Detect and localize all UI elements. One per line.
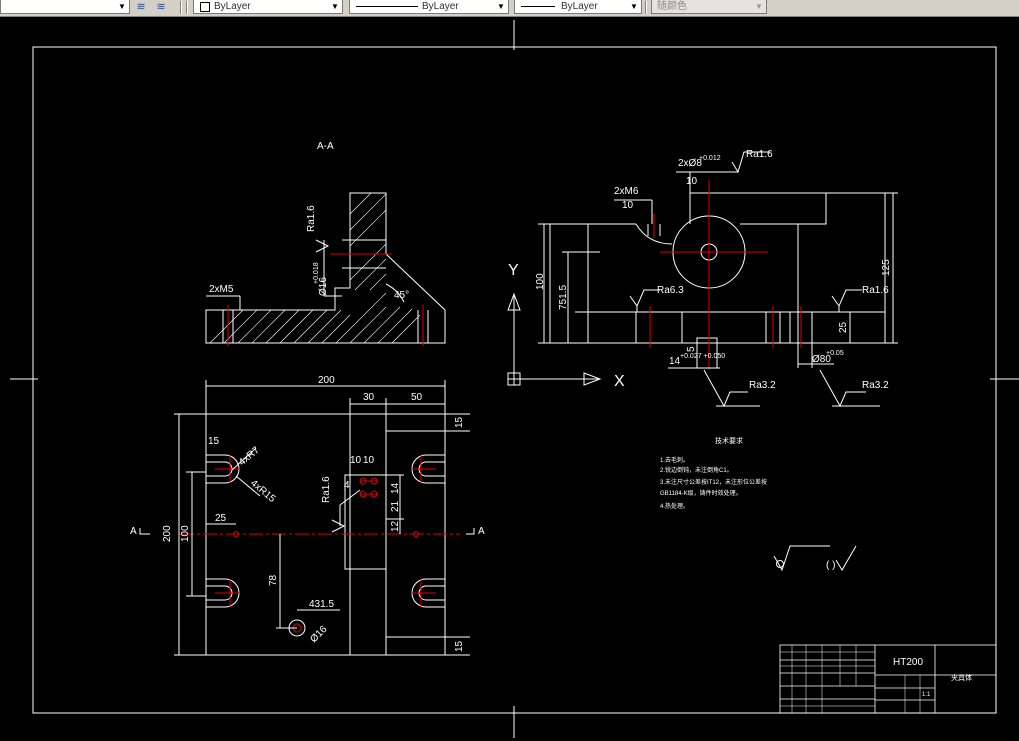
dim-height-100: 100 xyxy=(180,525,191,542)
notes-title: 技术要求 xyxy=(715,436,743,445)
part-name: 夹具体 xyxy=(951,673,972,682)
linetype-preview-icon xyxy=(356,6,418,7)
roughness-label: Ra1.6 xyxy=(306,205,317,232)
hole2-tolerance: +0.012 xyxy=(699,155,721,162)
note-line: 1.去毛刺。 xyxy=(660,456,689,464)
color-dropdown[interactable]: ByLayer ▼ xyxy=(193,0,343,14)
dim-15-bottom: 15 xyxy=(454,640,465,652)
surface-paren: ( ) xyxy=(826,560,835,571)
dim-14: 14 xyxy=(390,482,401,494)
roughness-bottom-2: Ra3.2 xyxy=(862,380,889,391)
front-section-view: A-A 2xM5 Ra1.6 Ø16 +0.018 45° xyxy=(205,141,446,346)
dim-10a: 10 xyxy=(350,455,362,466)
dim-15-left: 15 xyxy=(208,436,220,447)
side-view: 2xØ8 +0.012 10 Ra1.6 2xM6 10 Ra6.3 Ra1.6… xyxy=(535,149,898,408)
dim-12: 12 xyxy=(390,520,401,532)
dim-30: 30 xyxy=(363,392,375,403)
note-line: 2.锐边倒钝，未注倒角C1。 xyxy=(660,466,733,474)
chevron-down-icon[interactable]: ▼ xyxy=(331,2,339,11)
material-label: HT200 xyxy=(893,657,923,668)
radius-15-label: 4xR15 xyxy=(248,478,278,505)
linetype-value: ByLayer xyxy=(422,1,459,12)
ucs-icon: Y X xyxy=(507,262,625,390)
chevron-down-icon[interactable]: ▼ xyxy=(118,2,126,11)
diameter-label: Ø16 xyxy=(318,277,329,296)
roughness-mid-side: Ra6.3 xyxy=(657,285,684,296)
scale-label: 1:1 xyxy=(922,692,931,698)
section-label: A-A xyxy=(317,141,334,152)
roughness-right-side: Ra1.6 xyxy=(862,285,889,296)
dim-15-top: 15 xyxy=(454,416,465,428)
drawing-canvas[interactable]: A-A 2xM5 Ra1.6 Ø16 +0.018 45° xyxy=(0,17,1019,741)
section-marker-left: A xyxy=(130,526,137,537)
radius-7-label: 4xR7 xyxy=(237,445,262,469)
layer-stack-icon[interactable]: ≋ xyxy=(136,1,146,13)
dim-10b: 10 xyxy=(363,455,375,466)
ucs-y-label: Y xyxy=(508,262,519,279)
dim-h125: 125 xyxy=(881,259,892,276)
linetype-dropdown[interactable]: ByLayer ▼ xyxy=(349,0,509,14)
plotstyle-dropdown[interactable]: 随颜色 ▼ xyxy=(651,0,767,14)
title-block: HT200 夹具体 1:1 xyxy=(779,644,997,714)
surface-finish-symbol: ( ) xyxy=(773,545,857,572)
properties-toolbar: ▼ ≋ ≋ ByLayer ▼ ByLayer ▼ ByLayer ▼ 随颜色 … xyxy=(0,0,1019,17)
toolbar-separator xyxy=(645,1,647,14)
roughness-top-view: Ra1.6 xyxy=(321,476,332,503)
slot-tolerance: +0.027 +0.050 xyxy=(680,353,725,360)
chevron-down-icon[interactable]: ▼ xyxy=(755,2,763,11)
chevron-down-icon[interactable]: ▼ xyxy=(497,2,505,11)
dim-h751: 751.5 xyxy=(558,285,569,310)
diameter-tolerance: +0.018 xyxy=(313,262,320,284)
dim-width: 200 xyxy=(318,375,335,386)
dim-431: 431.5 xyxy=(309,599,334,610)
top-view: 200 30 50 15 15 15 4xR7 4xR15 200 100 25… xyxy=(130,375,485,656)
lineweight-value: ByLayer xyxy=(561,1,598,12)
plotstyle-value: 随颜色 xyxy=(657,1,687,12)
dia-16-label: Ø16 xyxy=(308,624,329,645)
note-line: 4.热处理。 xyxy=(660,502,689,510)
color-value: ByLayer xyxy=(214,1,251,12)
dim-4: 4 xyxy=(344,480,350,491)
dim-h100: 100 xyxy=(535,273,546,290)
dim-height-200: 200 xyxy=(162,525,173,542)
drawing-border xyxy=(32,46,997,714)
layer-previous-icon[interactable]: ≋ xyxy=(156,1,166,13)
lineweight-dropdown[interactable]: ByLayer ▼ xyxy=(514,0,642,14)
dim-21: 21 xyxy=(390,500,401,512)
chevron-down-icon[interactable]: ▼ xyxy=(630,2,638,11)
crosshair-lines xyxy=(10,20,1019,738)
dia80-tolerance: +0.05 xyxy=(826,350,844,357)
slot-width: 14 xyxy=(669,356,681,367)
thread-label: 2xM5 xyxy=(209,284,234,295)
section-marker-right: A xyxy=(478,526,485,537)
dim-25: 25 xyxy=(215,513,227,524)
toolbar-separator xyxy=(180,1,182,14)
lineweight-preview-icon xyxy=(521,6,555,7)
thread1-label: 2xM6 xyxy=(614,186,639,197)
hole2-label: 2xØ8 xyxy=(678,158,702,169)
dim-50: 50 xyxy=(411,392,423,403)
toolbar-separator xyxy=(186,1,188,14)
dim-78: 78 xyxy=(268,574,279,586)
roughness-bottom-1: Ra3.2 xyxy=(749,380,776,391)
roughness-top-side: Ra1.6 xyxy=(746,149,773,160)
ucs-x-label: X xyxy=(614,373,625,390)
thread1-depth: 10 xyxy=(622,200,634,211)
hole2-depth: 10 xyxy=(686,176,698,187)
dim-h5: 5 xyxy=(686,346,697,352)
layer-dropdown[interactable]: ▼ xyxy=(0,0,130,14)
note-line: GB1184-K级，铸件时效处理。 xyxy=(660,489,742,497)
technical-notes: 技术要求 1.去毛刺。 2.锐边倒钝，未注倒角C1。 3.未注尺寸公差按IT12… xyxy=(660,436,767,510)
note-line: 3.未注尺寸公差按IT12，未注形位公差按 xyxy=(660,478,767,486)
dim-h25: 25 xyxy=(838,321,849,333)
dia80-label: Ø80 xyxy=(812,354,831,365)
color-swatch-icon xyxy=(200,2,210,12)
angle-label: 45° xyxy=(394,290,409,301)
